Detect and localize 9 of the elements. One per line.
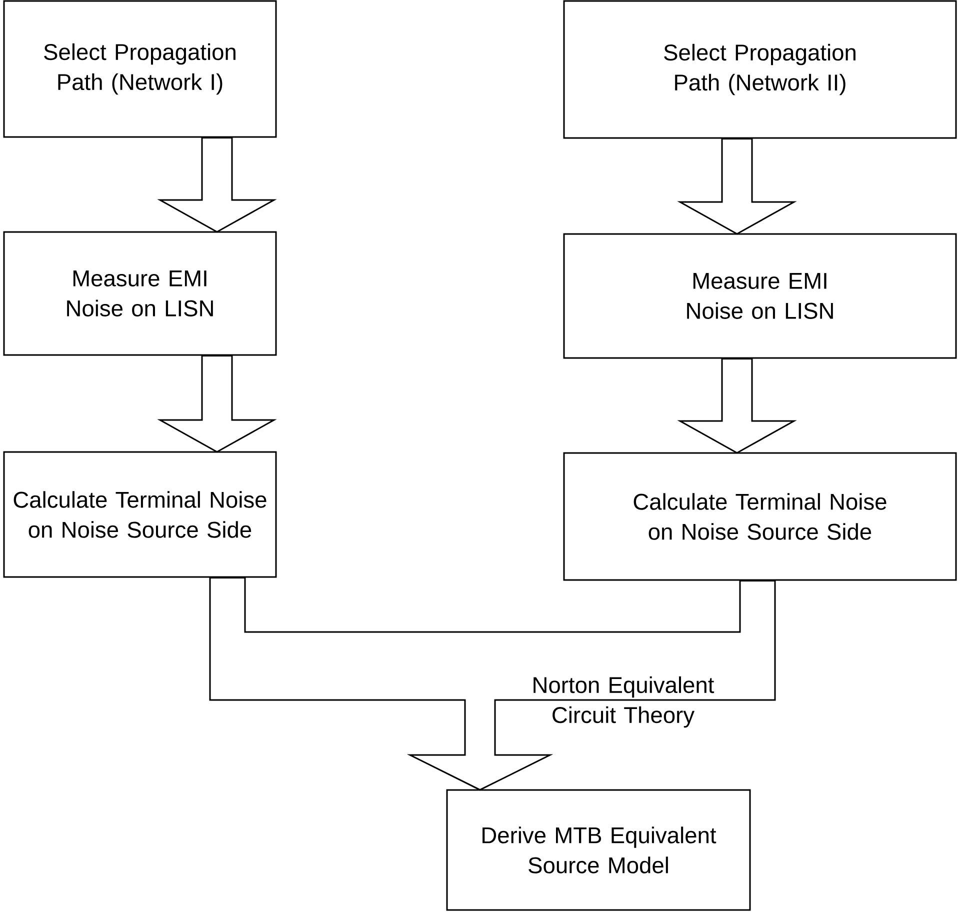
process-box: Select Propagation Path (Network II) xyxy=(563,0,957,139)
process-box: Select Propagation Path (Network I) xyxy=(3,0,277,138)
process-box: Calculate Terminal Noise on Noise Source Side xyxy=(3,451,277,578)
process-box: Derive MTB Equivalent Source Model xyxy=(446,789,751,911)
block-arrow xyxy=(209,577,776,791)
process-box: Measure EMI Noise on LISN xyxy=(3,231,277,356)
process-box: Calculate Terminal Noise on Noise Source Side xyxy=(563,452,957,581)
edge-label: Norton Equivalent Circuit Theory xyxy=(534,676,714,728)
process-box: Measure EMI Noise on LISN xyxy=(563,233,957,359)
